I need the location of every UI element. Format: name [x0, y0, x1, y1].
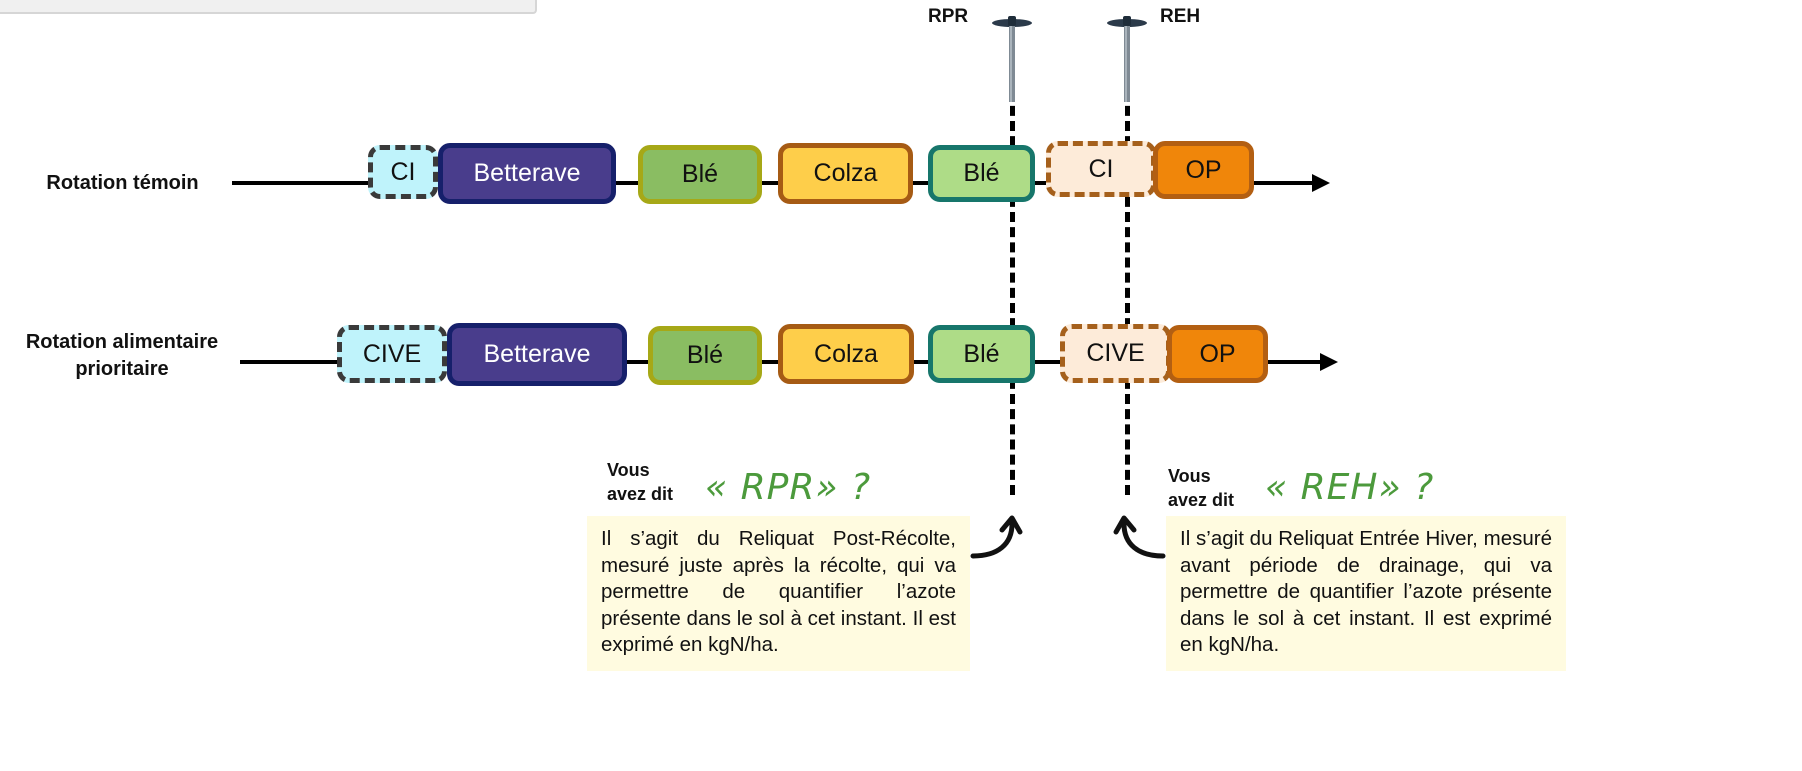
crop-block: Blé: [648, 326, 762, 385]
crop-block: Blé: [638, 145, 762, 204]
rpr-line: [1010, 30, 1015, 495]
crop-block: Blé: [928, 145, 1035, 202]
vous-line: Vous: [607, 460, 650, 480]
crop-block: OP: [1153, 141, 1254, 199]
reh-curved-arrow-icon: [1113, 515, 1166, 559]
reh-term: « REH» ?: [1265, 467, 1435, 508]
avez-dit-line: avez dit: [607, 484, 674, 504]
crop-block: CI: [1046, 141, 1156, 197]
reh-vous-avez-dit: Vous avez dit: [1168, 464, 1234, 512]
row-label-temoin: Rotation témoin: [46, 172, 199, 194]
reh-explanation: Il s’agit du Reliquat Entrée Hiver, mesu…: [1166, 516, 1566, 671]
top-bar: [0, 0, 537, 14]
crop-block: OP: [1167, 325, 1268, 383]
crop-block: Betterave: [438, 143, 616, 204]
rpr-vous-avez-dit: Vous avez dit: [607, 458, 673, 506]
vous-line: Vous: [1168, 466, 1211, 486]
row-axis-temoin: [232, 174, 1330, 192]
crop-block: Betterave: [447, 323, 627, 386]
rpr-marker-label: RPR: [928, 6, 969, 27]
crop-block: Colza: [778, 143, 913, 204]
rpr-probe-icon: [992, 16, 1032, 102]
crop-block: CIVE: [1060, 324, 1171, 383]
crop-block: CI: [368, 145, 438, 199]
reh-line: [1125, 30, 1130, 495]
avez-dit-line: avez dit: [1168, 490, 1235, 510]
crop-block: CIVE: [337, 325, 447, 383]
crop-block: Colza: [778, 324, 914, 384]
rpr-curved-arrow-icon: [970, 515, 1023, 559]
reh-marker-label: REH: [1160, 6, 1201, 27]
rpr-term: « RPR» ?: [705, 467, 872, 508]
rpr-explanation: Il s’agit du Reliquat Post-Récolte, mesu…: [587, 516, 970, 671]
crop-block: Blé: [928, 325, 1035, 383]
reh-probe-icon: [1107, 16, 1147, 102]
row-label-alimentaire: Rotation alimentaire prioritaire: [25, 331, 219, 380]
